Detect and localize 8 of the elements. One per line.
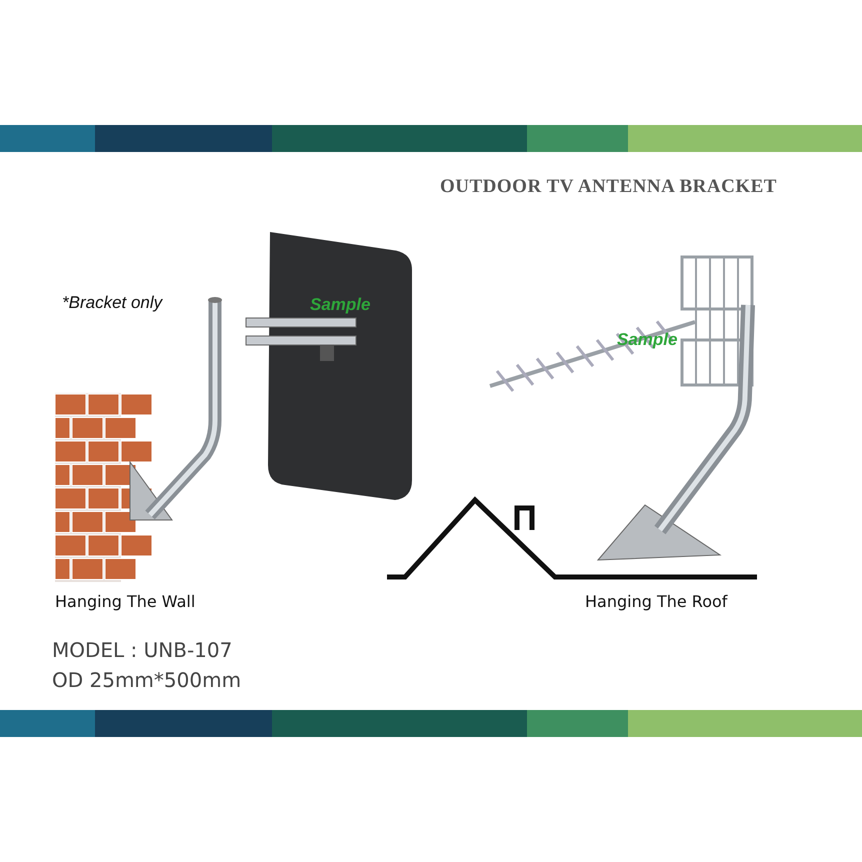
dimension-text: OD 25mm*500mm xyxy=(52,668,242,692)
title: OUTDOOR TV ANTENNA BRACKET xyxy=(440,176,778,198)
caption: Hanging The Wall xyxy=(55,592,196,611)
sample-watermark-text: Sample xyxy=(617,330,678,350)
note-text: *Bracket only xyxy=(62,293,162,313)
sample-watermark-text: Sample xyxy=(310,295,370,315)
model-number: MODEL : UNB-107 xyxy=(52,638,232,662)
caption: Hanging The Roof xyxy=(585,592,728,611)
